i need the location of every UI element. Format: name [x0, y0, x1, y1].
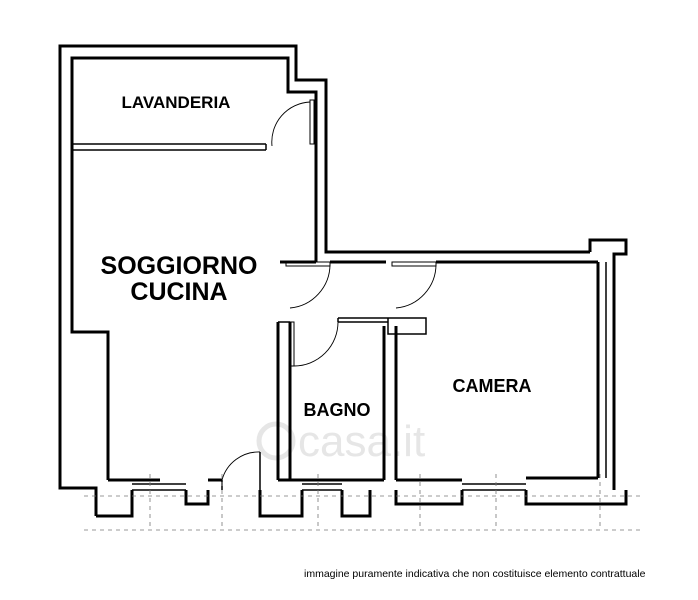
window-bedroom: [462, 483, 526, 491]
windows: [132, 262, 607, 491]
window-bathroom: [302, 483, 342, 491]
watermark: casa.it: [256, 417, 425, 466]
disclaimer-text: immagine puramente indicativa che non co…: [304, 568, 646, 580]
room-label-bedroom: CAMERA: [453, 376, 532, 396]
room-label-laundry: LAVANDERIA: [122, 93, 231, 112]
room-label-living-line1: SOGGIORNO: [101, 252, 258, 280]
bedroom-door: [391, 261, 437, 309]
watermark-text: casa.it: [298, 417, 425, 466]
room-label-living-line2: CUCINA: [130, 278, 227, 306]
watermark-logo-icon: [256, 421, 296, 461]
laundry-door: [271, 99, 315, 147]
outer-walls: [58, 44, 628, 518]
bathroom-door: [289, 321, 339, 367]
balcony-outline: [84, 474, 640, 531]
window-left: [132, 483, 186, 491]
living-door: [285, 261, 331, 309]
entrance-door: [221, 451, 261, 490]
room-label-bathroom: BAGNO: [304, 400, 371, 420]
window-bedroom-side: [597, 262, 607, 478]
interior-walls: [72, 143, 427, 480]
